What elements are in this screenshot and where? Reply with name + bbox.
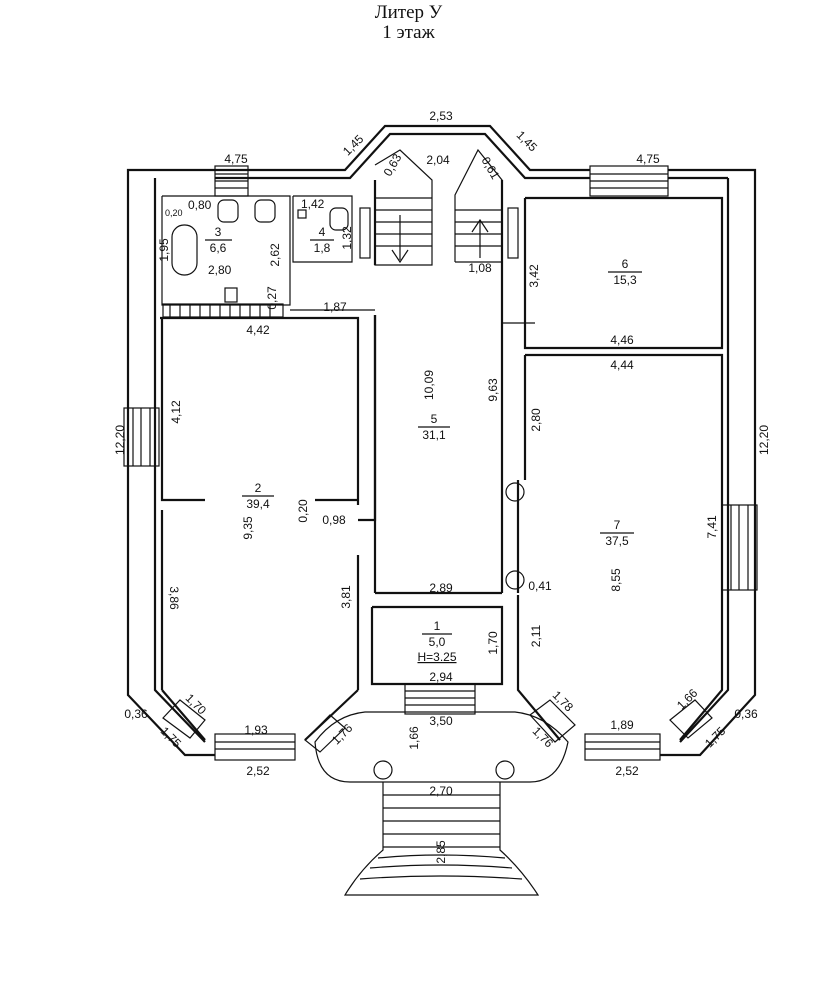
dim-0-36-right: 0,36	[734, 707, 758, 721]
room-1-number: 1	[434, 619, 441, 633]
dim-1-89: 1,89	[610, 718, 634, 732]
dim-1-76-left: 1,76	[329, 721, 356, 748]
floor-label: 1 этаж	[382, 22, 435, 43]
dim-0-61: 0,61	[479, 154, 503, 182]
dim-2-52-left: 2,52	[246, 764, 270, 778]
room-2-number: 2	[255, 481, 262, 495]
dim-2-52-right: 2,52	[615, 764, 639, 778]
room-4-area: 1,8	[314, 241, 331, 255]
dim-8-55: 8,55	[609, 568, 623, 592]
windows	[123, 165, 758, 761]
dim-0-98: 0,98	[322, 513, 346, 527]
room-3-number: 3	[215, 225, 222, 239]
room-5-number: 5	[431, 412, 438, 426]
dim-0-20-mid: 0,20	[296, 499, 310, 523]
room-labels: 1 5,0 H=3.25 2 39,4 3 6,6 4 1,8 5 31,1 6…	[205, 225, 642, 664]
room-7-area: 37,5	[605, 534, 629, 548]
dim-0-80: 0,80	[188, 198, 212, 212]
dim-0-63: 0,63	[381, 151, 405, 179]
dim-2-62: 2,62	[268, 243, 282, 267]
room-4-number: 4	[319, 225, 326, 239]
dim-1-95: 1,95	[157, 238, 171, 262]
room-7-number: 7	[614, 518, 621, 532]
dim-4-12: 4,12	[169, 400, 183, 424]
dim-4-75-left: 4,75	[224, 152, 248, 166]
dim-0-36-left: 0,36	[124, 707, 148, 721]
dim-2-80-room7: 2,80	[529, 408, 543, 432]
dim-1-70-bay: 1,70	[183, 691, 210, 718]
room-6-number: 6	[622, 257, 629, 271]
dim-3-81: 3,81	[339, 585, 353, 609]
dim-0-27: 0,27	[265, 286, 279, 310]
room-1-height: H=3.25	[417, 650, 456, 664]
dim-1-32: 1,32	[340, 226, 354, 250]
dim-1-08: 1,08	[468, 261, 492, 275]
dim-9-63: 9,63	[486, 378, 500, 402]
dimension-labels: 2,53 1,45 1,45 2,04 0,63 0,61 4,75 4,75 …	[113, 109, 771, 864]
room-2-area: 39,4	[246, 497, 270, 511]
dim-1-76-right: 1,76	[530, 724, 557, 751]
room-5-area: 31,1	[422, 428, 446, 442]
dim-1-75-left: 1,75	[158, 724, 185, 751]
dim-1-87: 1,87	[323, 300, 347, 314]
dim-1-42: 1,42	[301, 197, 325, 211]
dim-2-89: 2,89	[429, 581, 453, 595]
stairs	[314, 148, 569, 896]
dim-2-70: 2,70	[429, 784, 453, 798]
dim-2-94: 2,94	[429, 670, 453, 684]
dim-2-85: 2,85	[434, 840, 448, 864]
dim-1-45-right: 1,45	[514, 128, 541, 155]
dim-4-46: 4,46	[610, 333, 634, 347]
dim-2-04: 2,04	[426, 153, 450, 167]
dim-12-20-left: 12,20	[113, 425, 127, 455]
dim-0-41: 0,41	[528, 579, 552, 593]
dim-9-35: 9,35	[241, 516, 255, 540]
dim-2-80-bath: 2,80	[208, 263, 232, 277]
dim-1-45-left: 1,45	[340, 132, 367, 159]
dim-4-44: 4,44	[610, 358, 634, 372]
room-6-area: 15,3	[613, 273, 637, 287]
dim-7-41: 7,41	[705, 515, 719, 539]
dim-3-42: 3,42	[527, 264, 541, 288]
dim-1-66-bay: 1,66	[674, 686, 701, 713]
dim-2-11: 2,11	[529, 624, 543, 647]
fixtures	[171, 199, 349, 303]
plan-title: Литер У	[374, 2, 443, 23]
room-1-area: 5,0	[429, 635, 446, 649]
dim-10-09: 10,09	[422, 370, 436, 400]
exterior-walls	[126, 124, 757, 757]
dim-3-50: 3,50	[429, 714, 453, 728]
dim-1-78: 1,78	[550, 688, 577, 715]
dim-4-42: 4,42	[246, 323, 270, 337]
dim-0-20-top: 0,20	[165, 208, 183, 218]
dim-1-66-porch: 1,66	[407, 726, 421, 750]
dim-3-86: 3,86	[167, 586, 181, 610]
room-3-area: 6,6	[210, 241, 227, 255]
dim-4-75-right: 4,75	[636, 152, 660, 166]
dim-1-70-vestibule: 1,70	[486, 631, 500, 655]
dim-2-53: 2,53	[429, 109, 453, 123]
dim-1-93: 1,93	[244, 723, 268, 737]
dim-12-20-right: 12,20	[757, 425, 771, 455]
